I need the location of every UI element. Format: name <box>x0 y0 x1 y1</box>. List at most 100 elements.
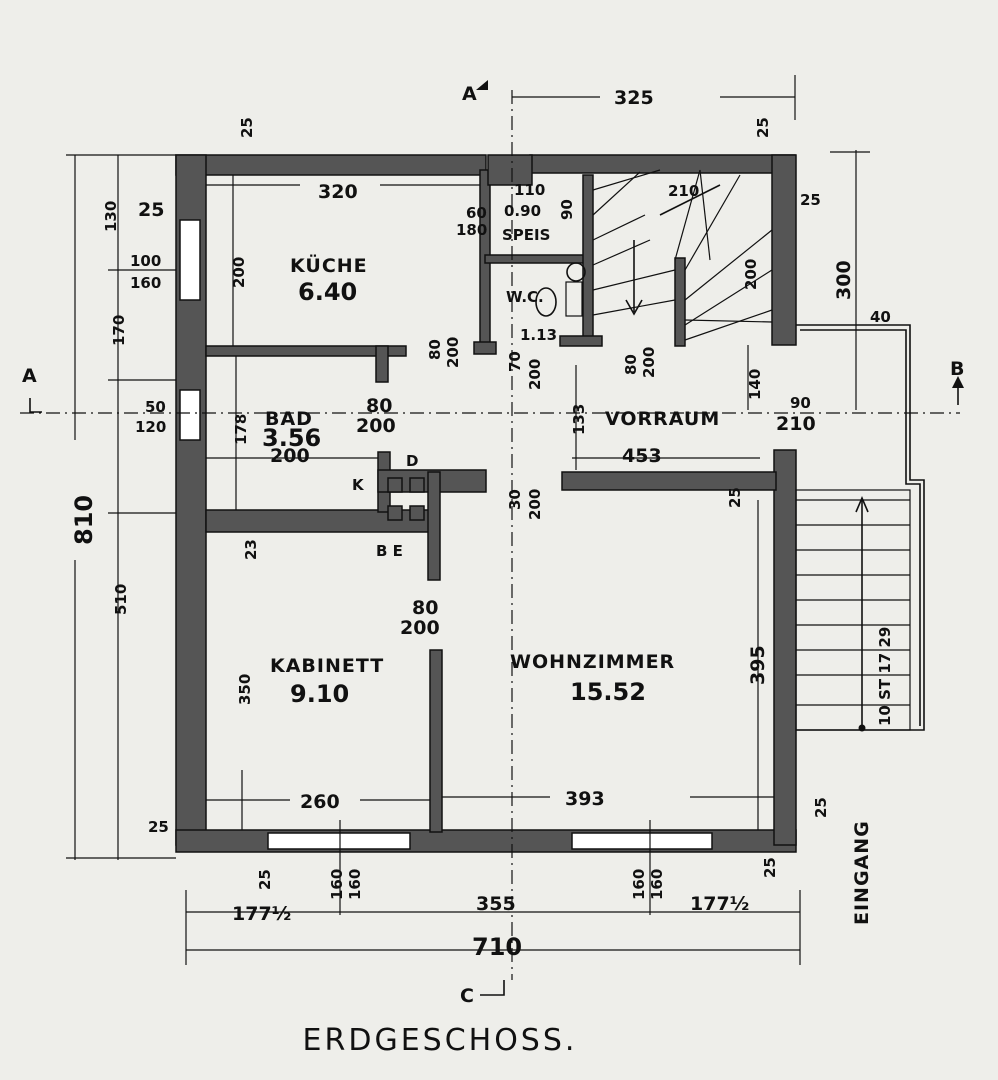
dim-80-a: 80 <box>426 339 444 360</box>
dim-177-right: 177½ <box>690 893 749 915</box>
wall-wc-bottom <box>559 335 603 347</box>
dim-160-a: 160 <box>328 869 346 900</box>
dim-110: 110 <box>514 181 545 199</box>
plan-title: ERDGESCHOSS. <box>303 1023 578 1058</box>
dim-60: 60 <box>466 204 487 222</box>
window-kabinett <box>267 832 411 850</box>
dim-350: 350 <box>236 674 254 705</box>
dim-393: 393 <box>565 788 605 810</box>
dim-510: 510 <box>112 584 130 615</box>
dim-320: 320 <box>318 181 358 203</box>
section-mark-b-right: B <box>950 358 965 380</box>
dim-160-b: 160 <box>346 869 364 900</box>
dim-355: 355 <box>476 893 516 915</box>
dimension-lines <box>66 75 870 965</box>
dim-177-left: 177½ <box>232 903 291 925</box>
dim-160-left: 160 <box>130 274 161 292</box>
dim-70: 70 <box>506 351 524 372</box>
room-bad-name: BAD <box>265 408 313 430</box>
section-markers <box>29 80 964 996</box>
room-kueche-area: 6.40 <box>298 278 357 306</box>
dim-80-b: 80 <box>622 354 640 375</box>
room-kueche-name: KÜCHE <box>290 253 368 277</box>
dim-180: 180 <box>456 221 487 239</box>
dim-160-c: 160 <box>630 869 648 900</box>
label-d: D <box>406 452 418 470</box>
room-bad-area: 3.56 <box>262 424 321 452</box>
dim-door-200: 200 <box>400 617 440 639</box>
dim-395: 395 <box>747 645 769 685</box>
wall-right-upper <box>771 154 797 346</box>
dim-90-vertical: 90 <box>558 199 576 220</box>
dim-25-top-left: 25 <box>238 117 256 138</box>
chimney <box>487 154 533 186</box>
dim-120: 120 <box>135 418 166 436</box>
dim-25-right: 25 <box>800 191 821 209</box>
dim-25-mid: 25 <box>726 487 744 508</box>
dim-130: 130 <box>102 201 120 232</box>
dim-40: 40 <box>870 308 891 326</box>
stove-squares <box>387 477 425 521</box>
label-be: B E <box>376 542 403 560</box>
dim-25-bottom-2: 25 <box>761 857 779 878</box>
dim-200-c: 200 <box>640 347 658 378</box>
wall-kueche-bad <box>205 345 407 357</box>
dim-50: 50 <box>145 398 166 416</box>
room-speis: SPEIS <box>502 226 550 244</box>
dim-133: 133 <box>570 404 588 435</box>
dim-200-a: 200 <box>444 337 462 368</box>
stairs-internal <box>592 169 773 341</box>
wall-speis-mid <box>484 254 586 264</box>
room-wohnzimmer-area: 15.52 <box>570 678 646 706</box>
wall-stair-core <box>674 257 686 347</box>
dim-bad-80: 80 <box>366 395 392 417</box>
section-mark-a-left: A <box>22 365 38 387</box>
room-wc: W.C. <box>506 288 544 306</box>
wall-kabinett-wohn <box>427 471 441 581</box>
dim-453: 453 <box>622 445 662 467</box>
dim-25-bottom-left: 25 <box>148 818 169 836</box>
wall-right-lower <box>773 449 797 846</box>
label-stairs-count: 10 ST 17 29 <box>876 627 894 726</box>
wall-kabinett-wohn-low <box>429 649 443 833</box>
dim-200-kueche: 200 <box>230 257 248 288</box>
dim-bad-200-w: 200 <box>270 445 310 467</box>
dim-door-80: 80 <box>412 597 438 619</box>
window-kueche <box>179 219 201 301</box>
dim-210-b: 210 <box>776 413 816 435</box>
room-kabinett-name: KABINETT <box>270 655 384 677</box>
room-wohnzimmer-name: WOHNZIMMER <box>510 651 675 673</box>
section-mark-a-top: A <box>462 83 478 105</box>
dim-200-stair: 200 <box>742 259 760 290</box>
dim-bad-200: 200 <box>356 415 396 437</box>
dim-160-d: 160 <box>648 869 666 900</box>
walls <box>175 154 797 853</box>
dim-23: 23 <box>242 539 260 560</box>
dim-25-bottom-1: 25 <box>256 869 274 890</box>
window-wohnzimmer <box>571 832 713 850</box>
dim-170: 170 <box>110 315 128 346</box>
wall-wc-left <box>473 341 497 355</box>
label-eingang: EINGANG <box>851 820 873 925</box>
window-bad <box>179 389 201 441</box>
dim-300: 300 <box>833 260 855 300</box>
dim-200-b: 200 <box>526 359 544 390</box>
dim-100: 100 <box>130 252 161 270</box>
dim-0-90: 0.90 <box>504 202 541 220</box>
dim-810: 810 <box>70 495 98 545</box>
dim-710: 710 <box>472 933 522 961</box>
wall-top-right <box>529 154 796 174</box>
dim-210: 210 <box>668 182 699 200</box>
section-lines <box>20 90 960 980</box>
dim-178: 178 <box>232 414 250 445</box>
dim-25-bottom-right: 25 <box>812 797 830 818</box>
toilet-icon <box>535 262 586 317</box>
dim-200-d: 200 <box>526 489 544 520</box>
dim-260: 260 <box>300 791 340 813</box>
wall-wc-right <box>582 174 594 346</box>
wall-top-left <box>175 154 487 176</box>
dim-140: 140 <box>746 369 764 400</box>
wall-vorraum <box>561 471 777 491</box>
dim-25-left: 25 <box>138 199 164 221</box>
